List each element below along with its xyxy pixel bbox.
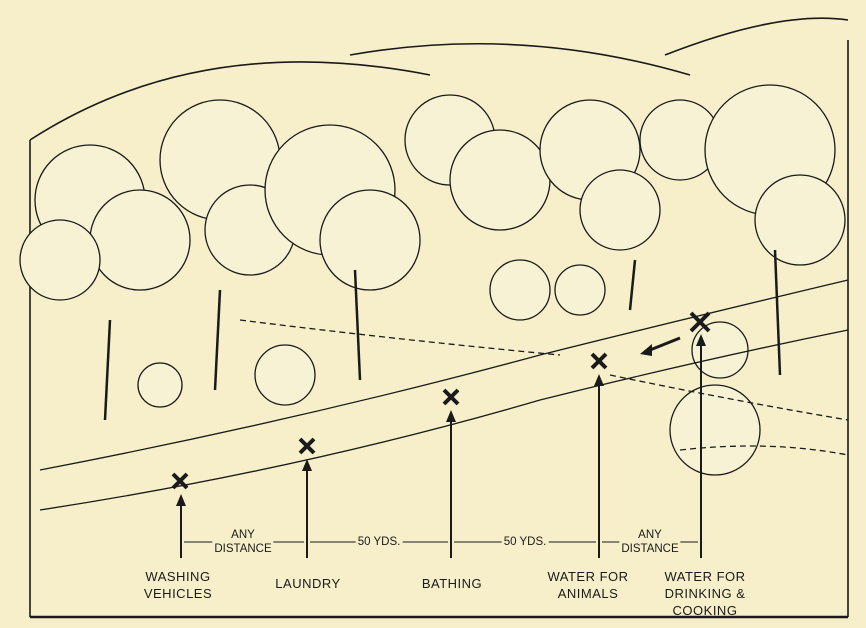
x-mark-animals xyxy=(590,352,608,370)
pointer-arrows xyxy=(180,338,702,558)
distance-50yds-1: 50 YDS. xyxy=(355,535,403,549)
label-laundry: LAUNDRY xyxy=(275,576,341,591)
hill-right xyxy=(664,17,849,56)
site-markers xyxy=(171,311,711,490)
x-mark-washing xyxy=(171,472,189,490)
distance-50yds-2: 50 YDS. xyxy=(501,535,549,549)
label-bathing: BATHING xyxy=(421,576,483,591)
hill-left xyxy=(29,61,431,141)
tree-trunks xyxy=(103,249,782,421)
hill-middle xyxy=(349,42,691,76)
x-mark-laundry xyxy=(298,437,316,455)
x-mark-drinking xyxy=(689,311,711,333)
x-mark-bathing xyxy=(442,388,460,406)
trees xyxy=(19,84,846,476)
